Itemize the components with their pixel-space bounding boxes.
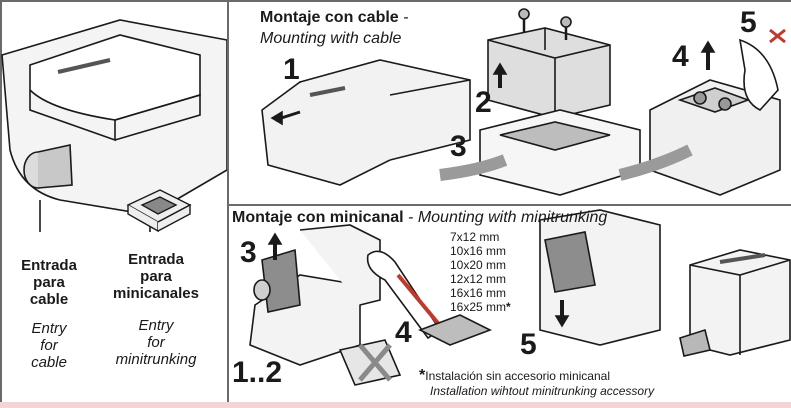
- cable-title-en: Mounting with cable: [260, 30, 402, 47]
- bottom-finished-device-illustration: [679, 249, 791, 357]
- minitrunking-title: Montaje con minicanal - Mounting with mi…: [232, 209, 608, 226]
- bottom-edge-strip: [0, 402, 791, 408]
- minitrunking-step-4: 4: [395, 316, 412, 349]
- minitrunking-adapter-illustration: [126, 189, 192, 233]
- cable-step-4: 4: [672, 40, 689, 73]
- size-item: 10x20 mm: [450, 258, 507, 272]
- device-side-illustration: [1, 19, 228, 232]
- size-item: 10x16 mm: [450, 244, 507, 258]
- top-step4-terminal-illustration: [618, 28, 786, 196]
- bottom-step3-illustration: [249, 224, 381, 366]
- installation-note-es: *Instalación sin accesorio minicanal: [419, 367, 610, 384]
- bottom-step4-cutter-illustration: [338, 250, 492, 386]
- size-item: 7x12 mm: [450, 230, 500, 244]
- minitrunking-step-5: 5: [520, 328, 537, 361]
- minitrunking-step-3: 3: [240, 236, 257, 269]
- top-step1-cover-illustration: [261, 59, 471, 186]
- minitrunking-size-list: 7x12 mm 10x16 mm 10x20 mm 12x12 mm 16x16…: [450, 230, 511, 314]
- bottom-step5-illustration: [539, 209, 661, 346]
- cable-step-1: 1: [283, 53, 300, 86]
- minitrunking-step-1-2: 1..2: [232, 356, 283, 389]
- size-item: 16x25 mm*: [450, 300, 511, 314]
- cable-title-es: Montaje con cable -: [260, 9, 409, 26]
- installation-note-en: Installation wihtout minitrunking access…: [430, 384, 655, 398]
- panel-mounting-with-cable: [227, 0, 791, 206]
- size-item: 12x12 mm: [450, 272, 507, 286]
- cable-step-3: 3: [450, 130, 467, 163]
- top-step2-box-illustration: [439, 8, 641, 196]
- size-item: 16x16 mm: [450, 286, 507, 300]
- cable-step-2: 2: [475, 86, 492, 119]
- cable-step-5: 5: [740, 6, 757, 39]
